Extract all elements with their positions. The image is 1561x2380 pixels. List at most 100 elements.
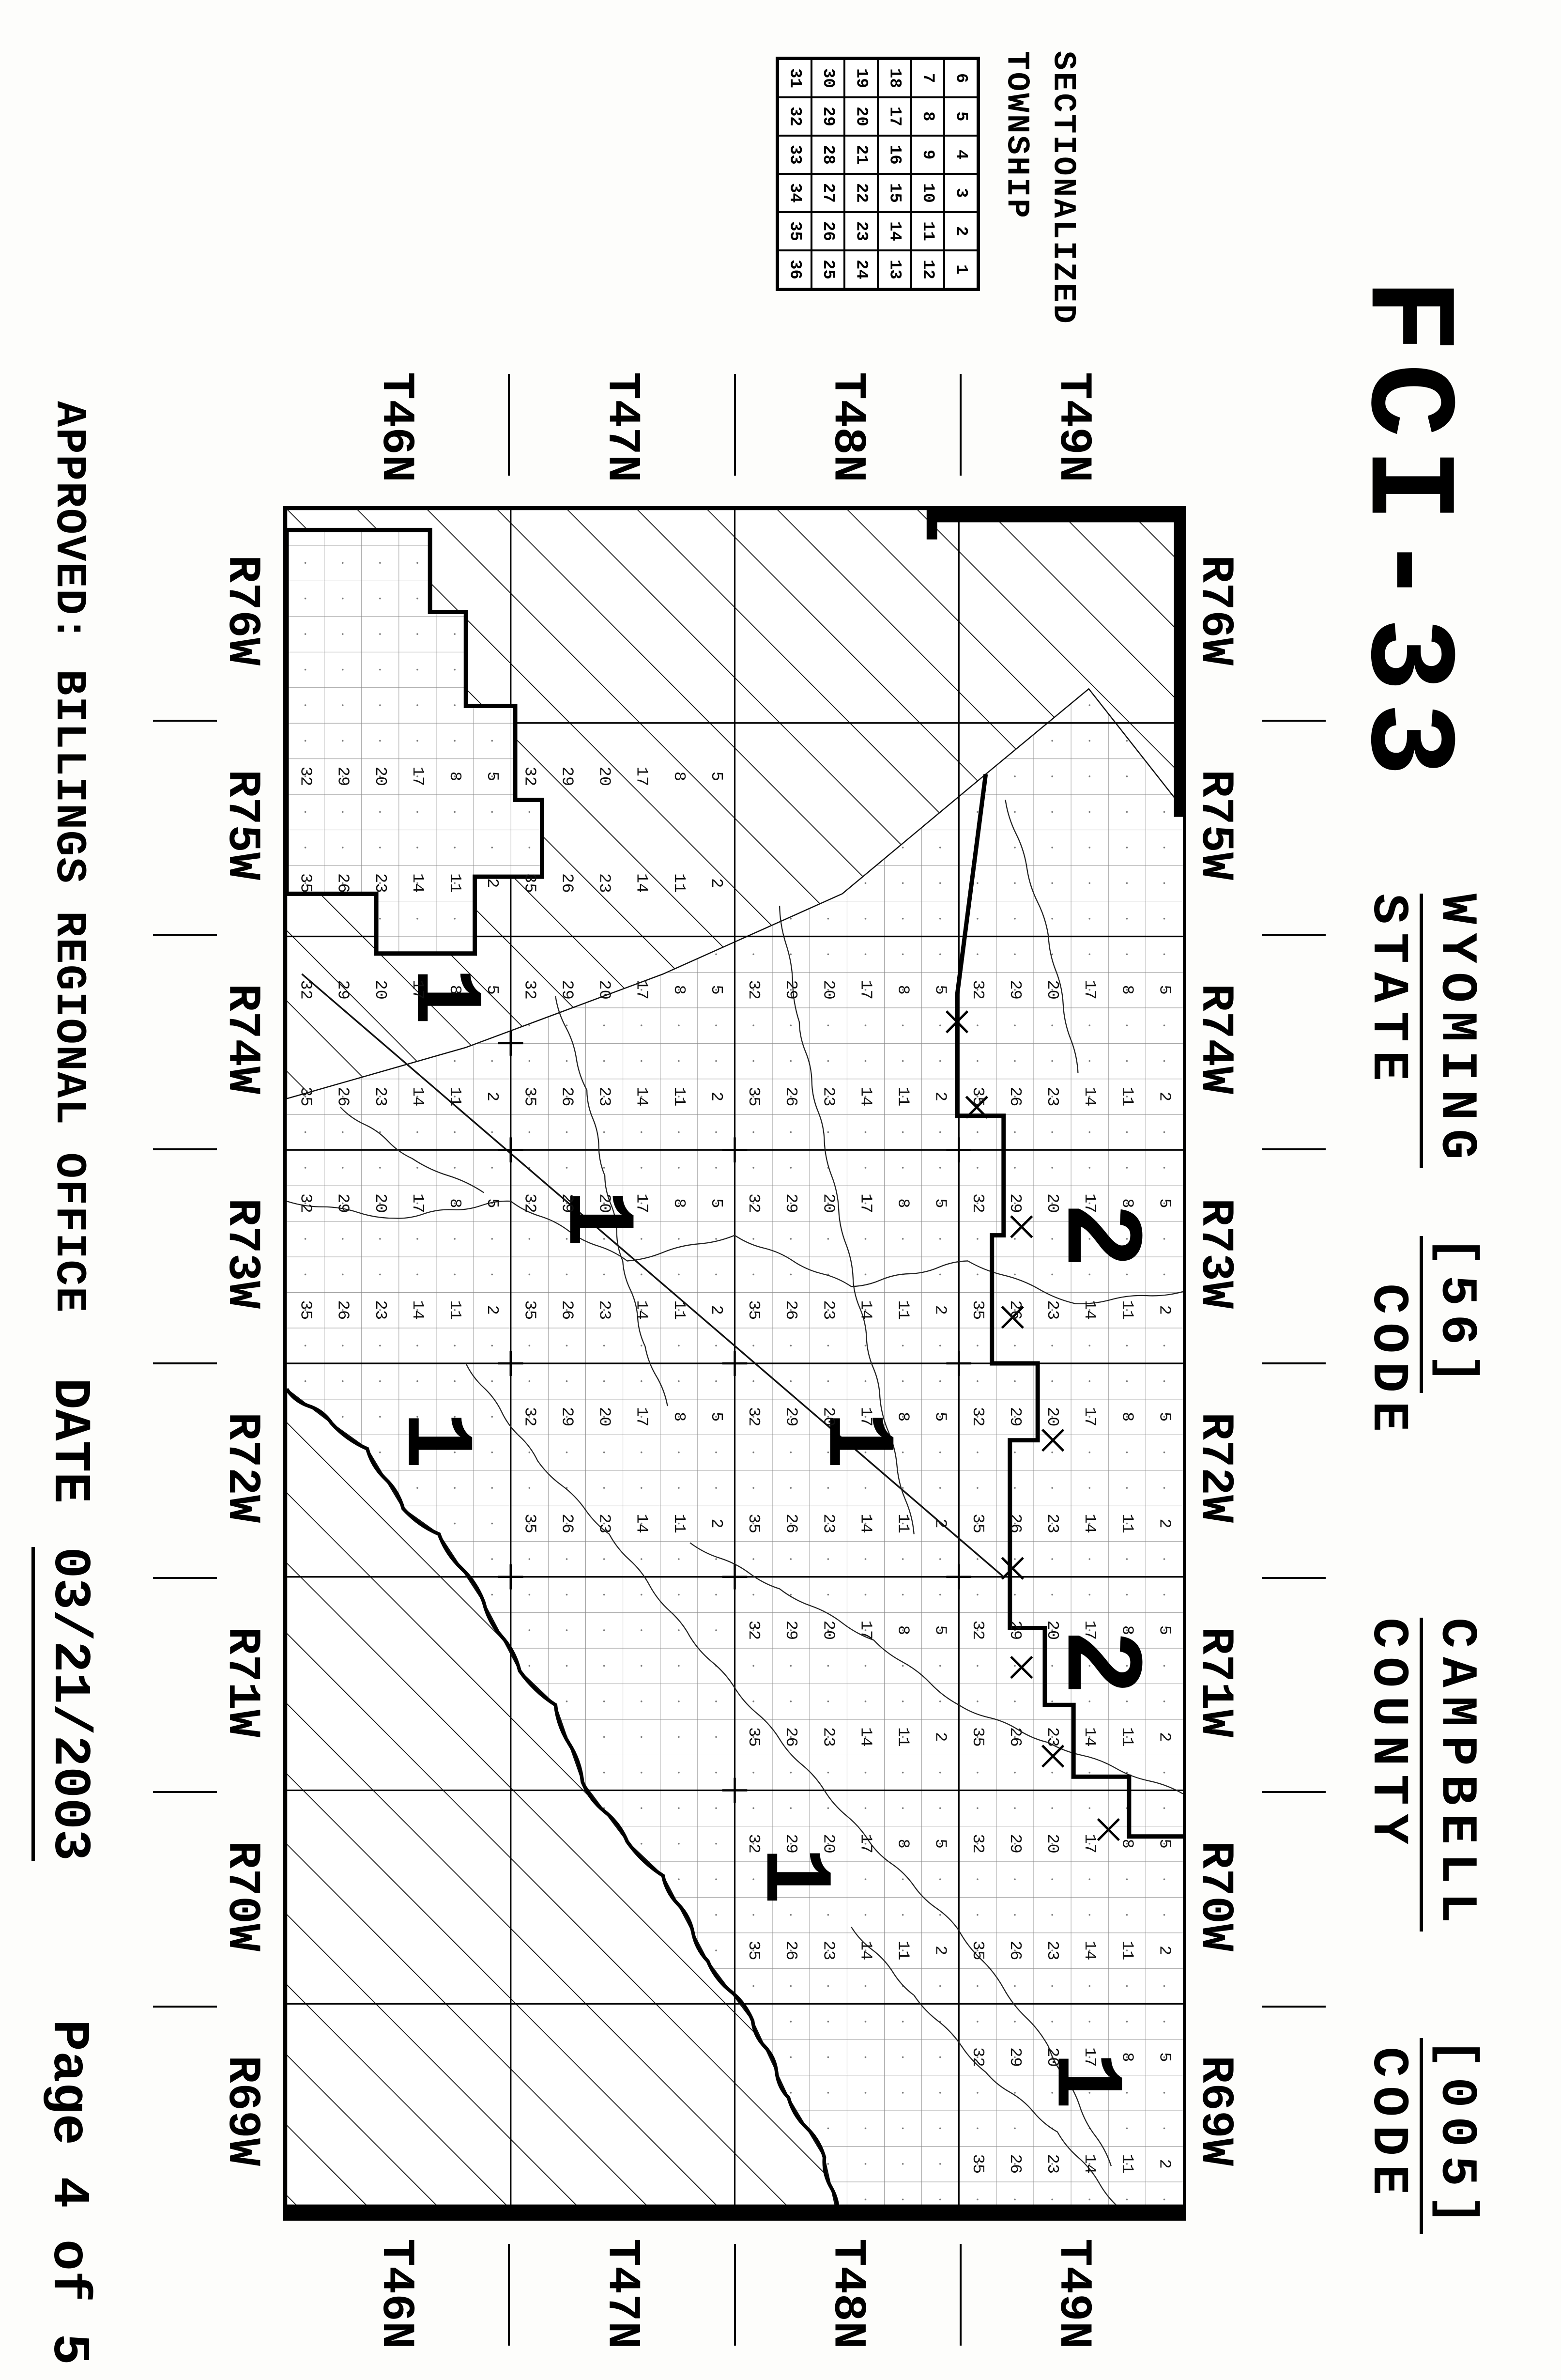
section-number-label: 14 (632, 1300, 651, 1320)
section-number-cell: 24 (844, 250, 878, 289)
section-number: 28 (818, 145, 837, 165)
range-boundary-tick (153, 1148, 217, 1150)
section-number-label: 5 (931, 1198, 949, 1208)
section-number-label: 23 (819, 1087, 837, 1107)
section-number-label: 29 (781, 980, 800, 1000)
section-number: 29 (818, 107, 837, 126)
section-number: 7 (918, 73, 937, 83)
section-number-label: 29 (781, 1407, 800, 1427)
section-number: 18 (885, 68, 904, 88)
section-number-label: 8 (445, 772, 464, 781)
county-code-number: [005] (1419, 2038, 1485, 2235)
creek-line (689, 1542, 1183, 1794)
date-label: DATE (40, 1378, 99, 1504)
section-number-label: 26 (557, 1300, 576, 1320)
boundary-x-mark (945, 1010, 969, 1034)
section-number-label: 29 (781, 1621, 800, 1640)
section-number: 19 (852, 68, 871, 88)
section-number-label: 14 (1080, 1727, 1099, 1747)
section-number-label: 11 (894, 1300, 912, 1320)
township-corner-plus (498, 1030, 523, 1056)
section-number-label: 29 (781, 1834, 800, 1854)
section-number-label: 11 (894, 1727, 912, 1747)
section-number-label: 32 (296, 1193, 315, 1213)
range-label-left: R72W (216, 1412, 268, 1523)
fci-zone-numeral: 2 (1035, 1629, 1161, 1695)
section-number-label: 20 (819, 1834, 837, 1854)
section-number: 15 (885, 183, 904, 203)
river-line (287, 1388, 840, 2217)
spacer (1456, 1932, 1457, 2038)
section-number-label: 5 (483, 772, 501, 781)
section-number-label: 5 (1155, 1625, 1173, 1635)
township-corner-plus (722, 1137, 748, 1163)
section-number-cell: 8 (911, 97, 945, 136)
section-number-label: 20 (371, 767, 389, 787)
boundary-x-mark (1097, 1818, 1120, 1841)
fci-zone-numeral: 1 (541, 1190, 651, 1248)
section-number-label: 14 (632, 1514, 651, 1533)
section-number-label: 8 (1117, 985, 1136, 994)
section-number-label: 8 (445, 1198, 464, 1208)
county-label-line: COUNTYCODE (1353, 1618, 1422, 2234)
section-number-cell: 13 (877, 250, 911, 289)
section-number-label: 2 (931, 1518, 949, 1528)
section-number-cell: 34 (778, 174, 811, 212)
section-number: 11 (918, 221, 937, 241)
state-code-block: WYOMING[56] STATECODE (1353, 894, 1491, 1440)
form-id-title: FCI-33 (1335, 278, 1475, 788)
section-number-label: 20 (819, 1621, 837, 1640)
section-number: 24 (852, 260, 871, 279)
range-boundary-tick (1262, 1576, 1326, 1579)
section-number-label: 5 (931, 1839, 949, 1848)
section-number-label: 23 (819, 1514, 837, 1533)
section-number-label: 32 (968, 1407, 987, 1427)
section-number-label: 35 (520, 873, 538, 893)
section-number-label: 26 (1006, 1087, 1024, 1107)
range-boundary-tick (153, 2005, 217, 2008)
section-number-cell: 28 (811, 136, 845, 174)
section-number-label: 5 (931, 985, 949, 994)
township-corner-plus (722, 1777, 748, 1803)
township-corner-plus (498, 1351, 523, 1376)
state-value-line: WYOMING[56] (1419, 894, 1491, 1440)
section-number-label: 5 (483, 1198, 501, 1208)
section-number-label: 29 (781, 1193, 800, 1213)
date-value: 03/21/2003 (31, 1547, 99, 1861)
section-number-label: 29 (334, 980, 352, 1000)
fci-zone-numeral: 1 (801, 1411, 911, 1469)
section-number: 21 (852, 145, 871, 165)
section-number-label: 2 (931, 1092, 949, 1101)
section-number: 13 (885, 260, 904, 279)
boundary-x-mark (1001, 1557, 1024, 1580)
section-number-label: 35 (296, 1300, 315, 1320)
section-number-label: 5 (931, 1412, 949, 1422)
section-number: 27 (818, 183, 837, 203)
section-number-label: 14 (408, 1087, 427, 1107)
section-number-label: 32 (520, 1407, 538, 1427)
section-number-label: 23 (595, 1300, 613, 1320)
section-number-label: 26 (781, 1300, 800, 1320)
section-number-cell: 15 (877, 174, 911, 212)
range-label-right: R69W (1189, 2055, 1241, 2166)
section-number-label: 8 (1117, 1839, 1136, 1848)
section-number-cell: 33 (778, 136, 811, 174)
section-number-label: 17 (856, 1834, 874, 1854)
section-number-cell: 26 (811, 212, 845, 250)
section-number-label: 29 (334, 1193, 352, 1213)
section-number-label: 35 (968, 1087, 987, 1107)
section-number: 2 (951, 226, 970, 236)
range-label-right: R70W (1189, 1841, 1241, 1952)
spacer (69, 1503, 70, 1547)
section-number-label: 8 (670, 985, 688, 994)
section-number-label: 14 (1080, 1514, 1099, 1533)
section-number: 35 (785, 221, 804, 241)
section-number-label: 8 (1117, 2052, 1136, 2062)
section-number-label: 29 (1006, 2047, 1024, 2067)
section-number-label: 35 (744, 1300, 763, 1320)
section-number-label: 35 (520, 1087, 538, 1107)
township-boundary-tick (734, 374, 736, 476)
section-number-label: 26 (1006, 1300, 1024, 1320)
section-number-cell: 12 (911, 250, 945, 289)
section-number-label: 20 (819, 980, 837, 1000)
